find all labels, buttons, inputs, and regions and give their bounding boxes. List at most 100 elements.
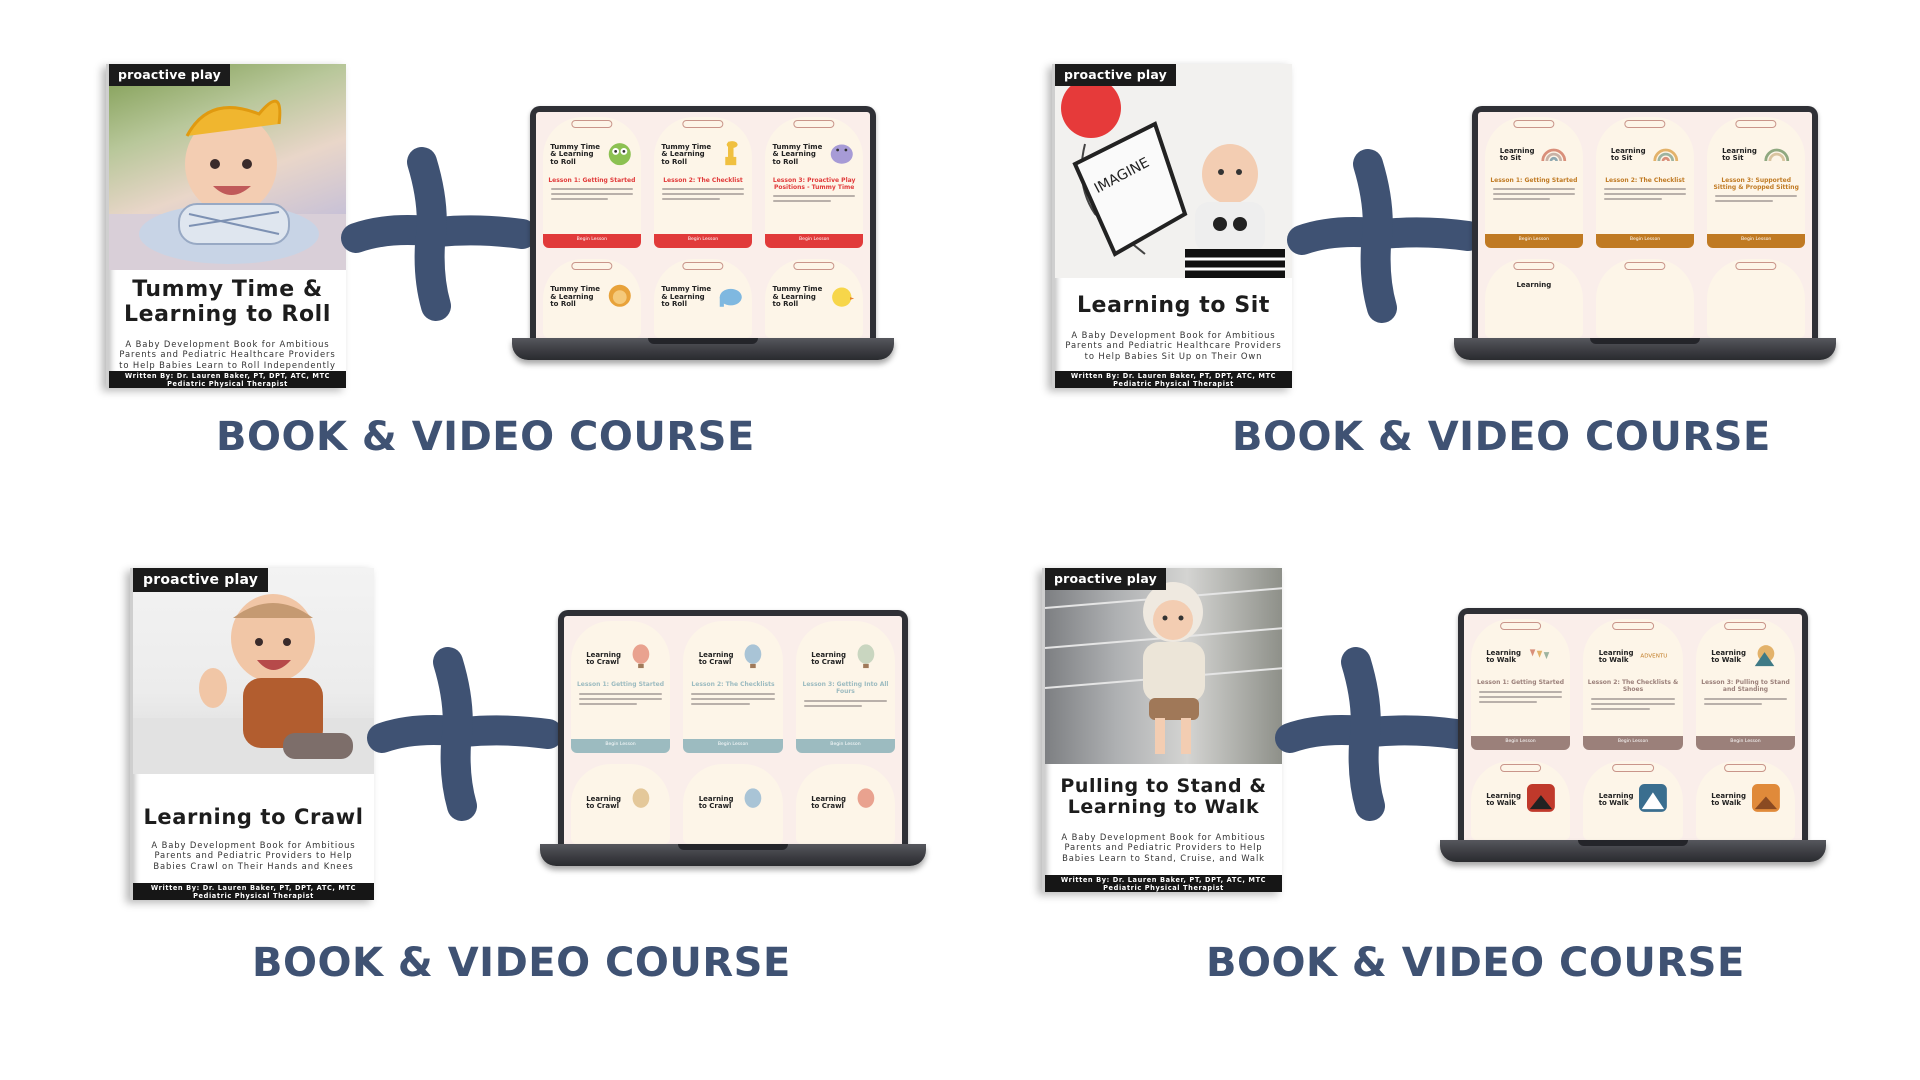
book-cover-learning-to-crawl[interactable]: proactive play Learning to Crawl A Baby … [130,568,374,900]
lesson-tag [1624,119,1666,128]
book-title-line: Pulling to Stand & [1060,775,1267,797]
lesson-name: Lesson 3: Proactive Play Positions - Tum… [772,176,856,191]
lesson-tag [1735,119,1777,128]
subtitle-line: to Help Babies Sit Up on Their Own [1084,350,1263,361]
begin-lesson-button[interactable]: Begin Lesson [570,738,671,754]
lesson-tag [1513,119,1555,128]
lesson-tag [793,119,835,128]
lesson-name: Lesson 1: Getting Started [576,681,665,689]
lesson-name: Lesson 2: The Checklist [1605,176,1685,184]
lesson-tag [1499,764,1542,773]
begin-lesson-button[interactable]: Begin Lesson [764,233,864,249]
lesson-tag [571,119,613,128]
author-line: Written By: Dr. Lauren Baker, PT, DPT, A… [124,372,331,380]
plus-icon [1275,647,1471,821]
baby-photo [1045,568,1282,764]
book-subtitle: A Baby Development Book for Ambitious Pa… [143,840,364,871]
begin-lesson-button[interactable]: Begin Lesson [1595,233,1695,249]
baby-illustration [1045,582,1282,754]
landscape-icon [1526,783,1555,816]
lesson-name: Lesson 3: Pulling to Stand and Standing [1701,679,1790,694]
lesson-card[interactable]: Learning [1484,259,1584,338]
book-title-line: Learning to Crawl [143,805,364,829]
book-subtitle: A Baby Development Book for Ambitious Pa… [119,339,336,370]
begin-lesson-button[interactable]: Begin Lesson [1583,735,1683,751]
author-line: Pediatric Physical Therapist [167,380,288,388]
lesson-name: Lesson 2: The Checklist [663,176,743,184]
rainbow-icon [1763,139,1791,171]
book-cover-learning-to-sit[interactable]: IMAGINE proactive play Learning to Sit A… [1052,64,1292,388]
subtitle-line: Parents and Pediatric Healthcare Provide… [119,349,336,360]
book-cover-learning-to-walk[interactable]: proactive play Pulling to Stand & Learni… [1042,568,1282,892]
begin-lesson-button[interactable]: Begin Lesson [1695,735,1796,751]
subtitle-line: A Baby Development Book for Ambitious [151,840,356,850]
subtitle-line: A Baby Development Book for Ambitious [125,339,330,349]
book-subtitle: A Baby Development Book for Ambitious Pa… [1055,832,1272,863]
begin-lesson-button[interactable]: Begin Lesson [1484,233,1584,249]
lesson-name: Lesson 1: Getting Started [1490,176,1578,184]
svg-text:ADVENTURE: ADVENTURE [1641,654,1667,660]
lesson-name: Lesson 3: Getting Into All Fours [802,681,889,696]
lesson-card[interactable] [1595,259,1695,338]
baby-photo [109,64,346,270]
lesson-text [1492,188,1576,201]
landscape-icon [1639,783,1668,816]
begin-lesson-button[interactable]: Begin Lesson [1470,735,1571,751]
begin-lesson-button[interactable]: Begin Lesson [683,738,783,754]
bundle-learning-to-walk: proactive play Pulling to Stand & Learni… [960,540,1920,1080]
begin-lesson-button[interactable]: Begin Lesson [542,233,642,249]
author-line: Written By: Dr. Lauren Baker, PT, DPT, A… [1060,876,1267,884]
begin-lesson-button[interactable]: Begin Lesson [1706,233,1806,249]
baby-photo: IMAGINE [1055,64,1292,278]
begin-lesson-button[interactable]: Begin Lesson [653,233,753,249]
lesson-tag [1735,262,1777,271]
lesson-text [803,700,888,708]
book-cover-tummy-time[interactable]: proactive play Tummy Time & Learning to … [106,64,346,388]
lesson-name: Lesson 1: Getting Started [548,176,636,184]
brand-label: proactive play [1045,568,1167,590]
lesson-text [578,693,663,706]
bunting-icon [1527,641,1555,673]
lesson-card[interactable] [1706,259,1806,338]
book-title: Pulling to Stand & Learning to Walk [1051,775,1276,819]
lesson-tag [1612,764,1654,773]
author-bar: Written By: Dr. Lauren Baker, PT, DPT, A… [1055,371,1292,388]
author-line: Pediatric Physical Therapist [1103,884,1224,892]
begin-lesson-button[interactable]: Begin Lesson [795,738,896,754]
baby-illustration [109,99,346,270]
hot-air-balloon-icon [627,643,655,675]
